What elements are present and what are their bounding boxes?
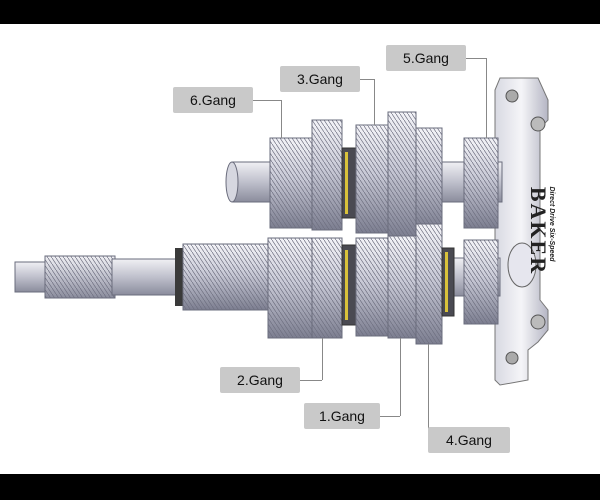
leader-5v <box>486 58 487 138</box>
label-gear6: 6.Gang <box>173 87 253 113</box>
leader-3 <box>360 79 374 80</box>
leader-6 <box>253 100 281 101</box>
gear-set <box>267 111 499 345</box>
leader-2 <box>300 380 322 381</box>
label-gear4: 4.Gang <box>428 427 510 453</box>
leader-1v <box>400 338 401 416</box>
label-gear3: 3.Gang <box>280 66 360 92</box>
leader-6v <box>281 100 282 138</box>
leader-2v <box>322 338 323 380</box>
leader-5 <box>466 58 486 59</box>
housing-subtitle: Direct Drive Six-Speed <box>548 169 563 279</box>
housing-subtitle-text: Direct Drive Six-Speed <box>548 186 555 262</box>
housing-plate <box>494 77 549 386</box>
leader-4v <box>428 344 429 440</box>
leader-3v <box>374 79 375 125</box>
leader-1 <box>380 416 400 417</box>
label-gear5: 5.Gang <box>386 45 466 71</box>
label-gear1: 1.Gang <box>304 403 380 429</box>
label-gear2: 2.Gang <box>220 367 300 393</box>
